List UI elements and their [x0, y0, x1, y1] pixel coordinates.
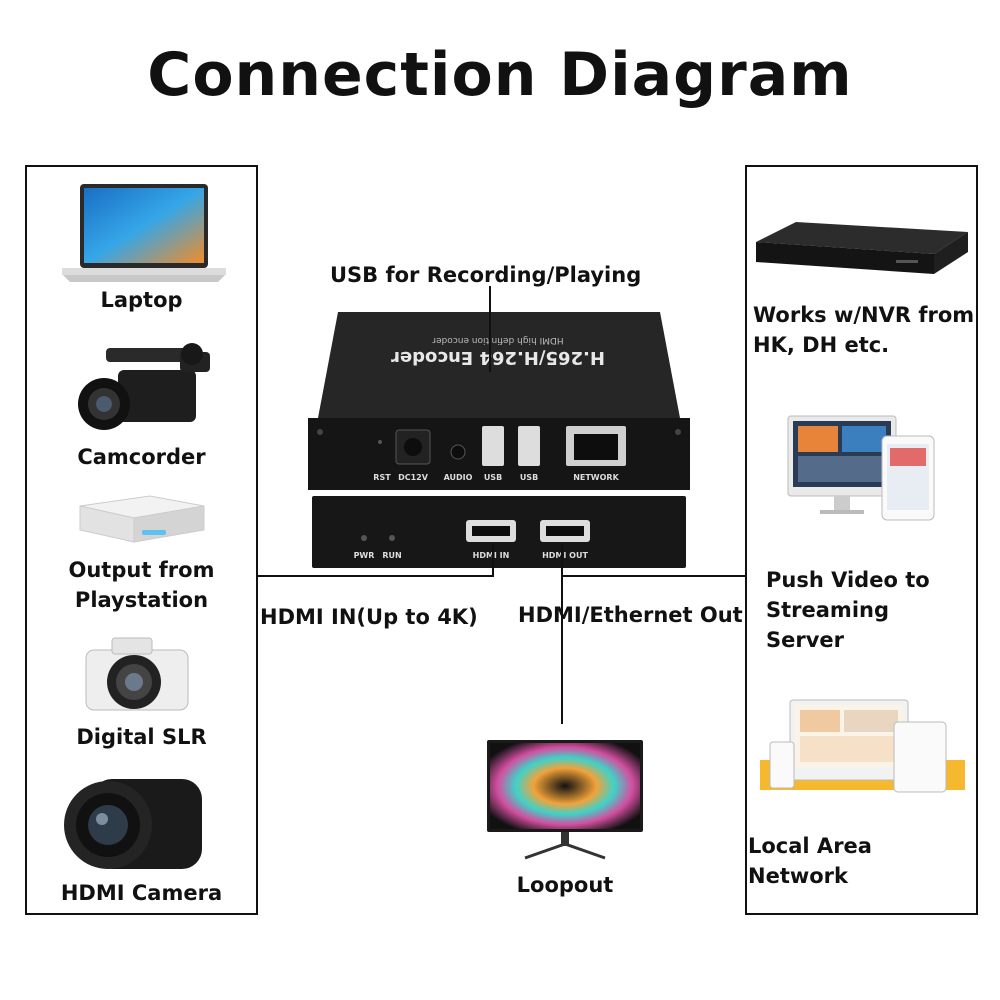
hdmi-in-line-vertical [492, 544, 494, 576]
dslr-camera-icon [82, 628, 192, 718]
streaming-devices-icon [786, 414, 936, 524]
led-run: RUN [382, 551, 401, 560]
dslr-label: Digital SLR [76, 725, 207, 749]
monitor-icon [487, 740, 643, 860]
encoder-device: H.265/H.264 Encoder HDMI high definition… [308, 312, 690, 572]
playstation-label: Output from Playstation [68, 558, 215, 612]
encoder-top-text: H.265/H.264 Encoder [391, 347, 605, 368]
hdmi-camera-label: HDMI Camera [60, 881, 223, 905]
port-usb-1: USB [484, 473, 502, 482]
streaming-label: Push Video to Streaming Server [766, 568, 930, 652]
hdmi-out-line-vertical [561, 544, 563, 724]
nvr-label: Works w/NVR from HK, DH etc. [753, 303, 975, 357]
encoder-sub-text: HDMI high definition encoder [432, 335, 564, 345]
loopout-label: Loopout [516, 873, 614, 897]
port-hdmi-in: HDMI IN [473, 551, 510, 560]
nvr-icon [756, 220, 968, 278]
laptop-icon [62, 182, 226, 286]
hdmi-out-line-horizontal [561, 575, 745, 577]
camcorder-label: Camcorder [77, 445, 206, 469]
port-usb-2: USB [520, 473, 538, 482]
port-audio: AUDIO [444, 473, 473, 482]
port-hdmi-out: HDMI OUT [542, 551, 588, 560]
port-rst: RST [373, 473, 391, 482]
hdmi-camera-icon [62, 773, 208, 873]
port-network: NETWORK [573, 473, 619, 482]
led-pwr: PWR [354, 551, 375, 560]
hdmi-out-label: HDMI/Ethernet Out [518, 603, 743, 627]
usb-connection-line [489, 286, 491, 372]
lan-label: Local Area Network [748, 834, 872, 888]
page-title: Connection Diagram [147, 40, 853, 110]
laptop-label: Laptop [100, 288, 183, 312]
usb-connection-label: USB for Recording/Playing [330, 263, 642, 287]
lan-devices-icon [760, 698, 965, 798]
playstation-icon [70, 492, 210, 552]
port-dc12v: DC12V [398, 473, 429, 482]
hdmi-in-label: HDMI IN(Up to 4K) [260, 605, 478, 629]
hdmi-in-line-horizontal [258, 575, 494, 577]
camcorder-icon [70, 340, 215, 440]
